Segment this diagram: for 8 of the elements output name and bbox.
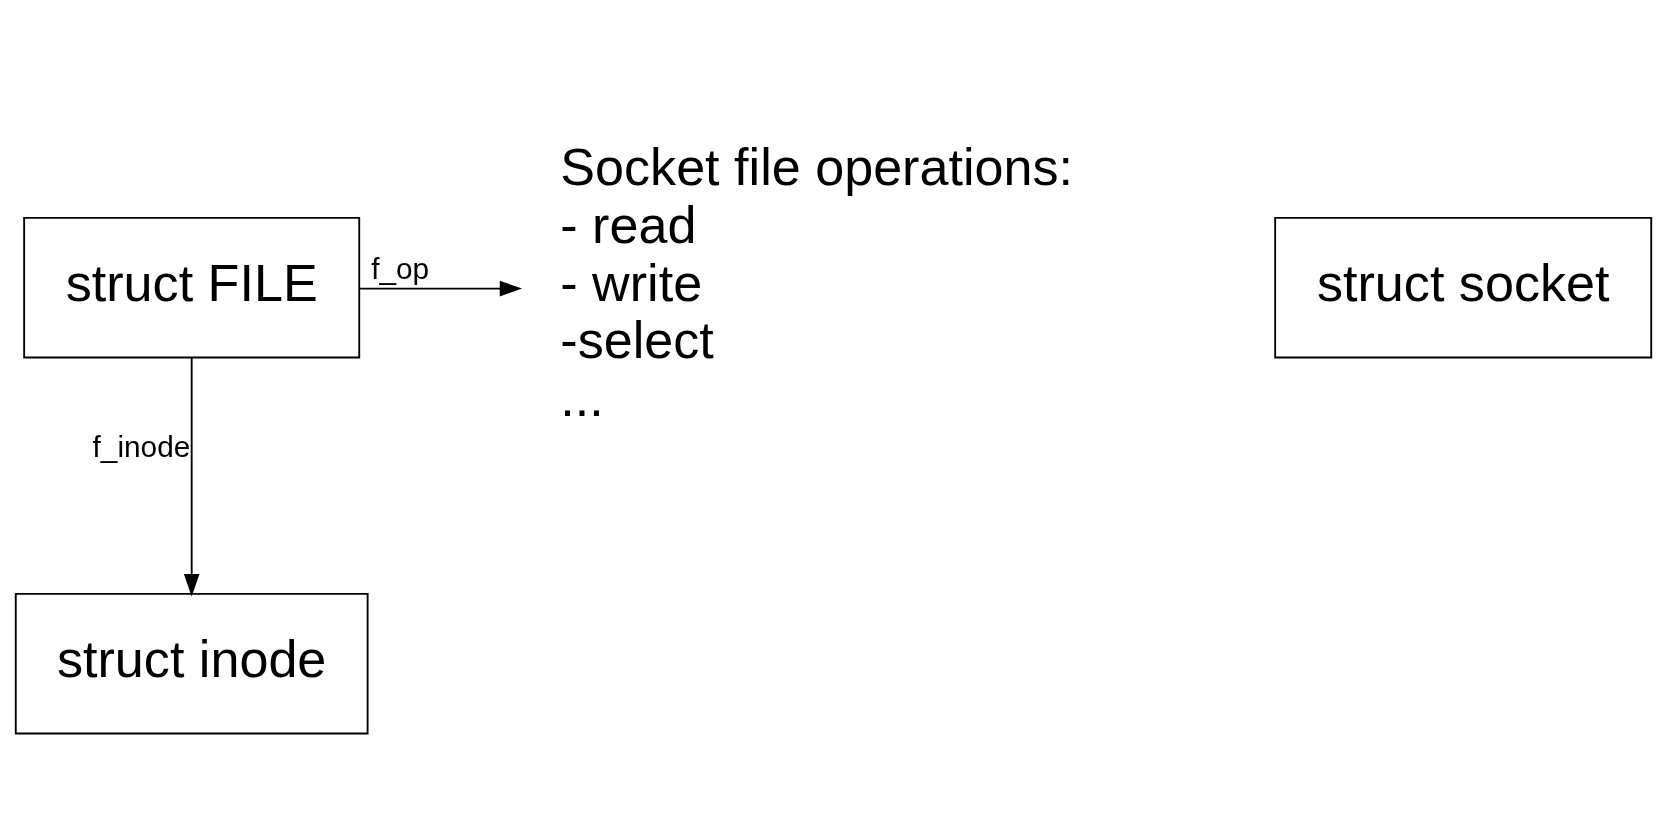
arrow <box>358 280 523 296</box>
edge-label: f_op <box>371 251 430 285</box>
node-box: struct FILE <box>23 216 361 358</box>
node-box: struct inode <box>14 592 369 734</box>
edge-label: f_inode <box>92 429 191 463</box>
node-box: struct socket <box>1274 216 1653 358</box>
node-text: Socket file operations: - read - write -select ... <box>560 137 1073 427</box>
arrow <box>183 356 200 596</box>
